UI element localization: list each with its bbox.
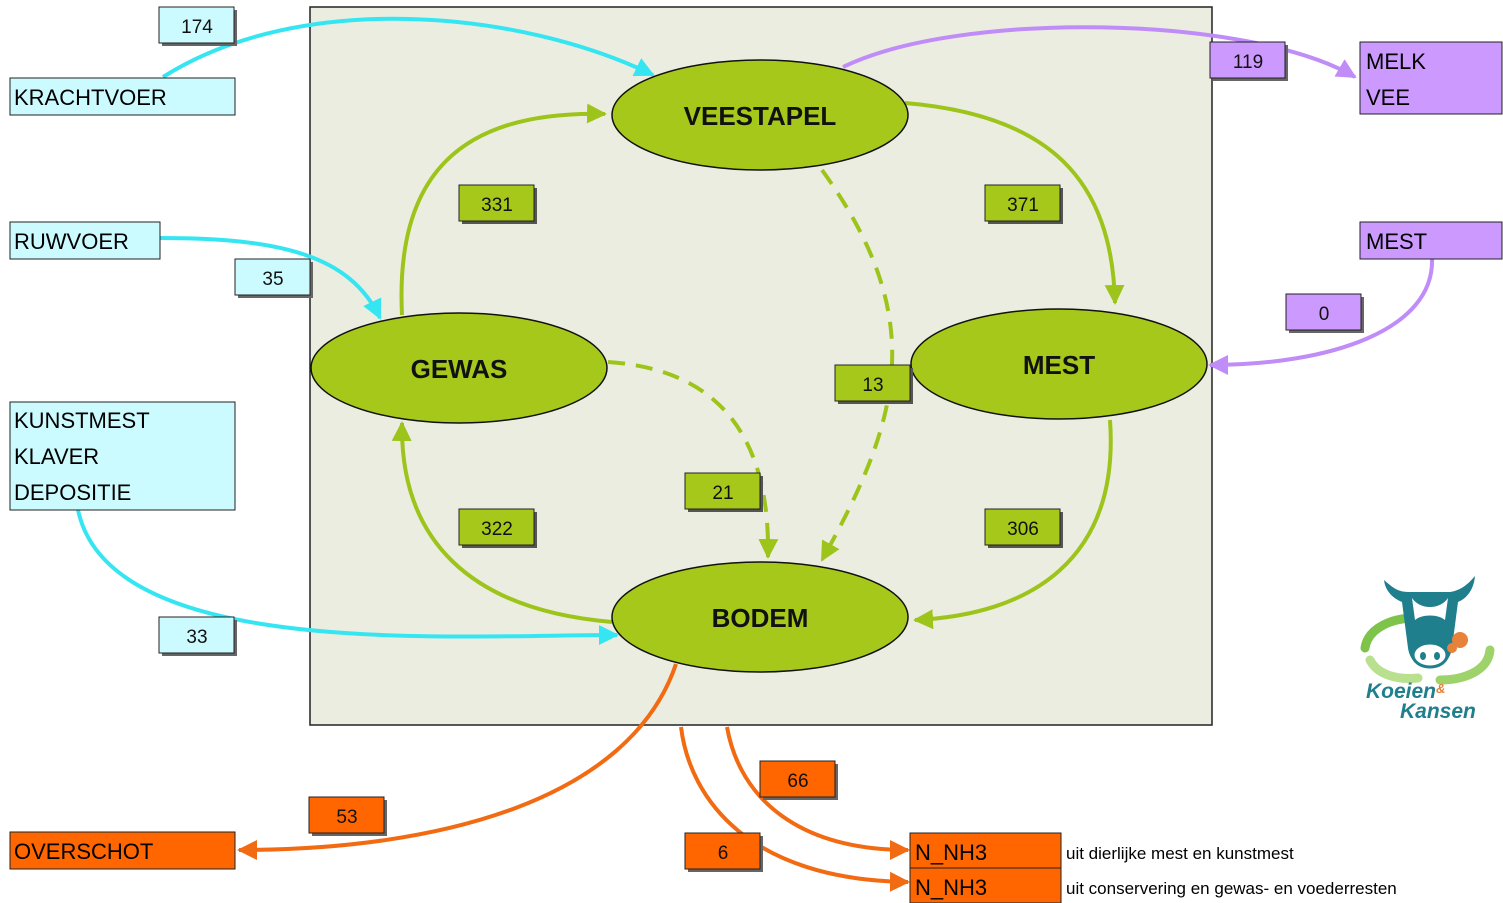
node-mest-label: MEST bbox=[1023, 350, 1095, 380]
arrow-krachtvoer-veestapel bbox=[161, 16, 655, 79]
purple-values: 119 0 bbox=[1209, 41, 1364, 333]
box-overschot[interactable]: OVERSCHOT bbox=[9, 831, 236, 870]
value-gewas-bodem: 21 bbox=[684, 472, 763, 512]
svg-text:35: 35 bbox=[262, 269, 283, 290]
value-bodem-gewas: 322 bbox=[458, 508, 537, 548]
value-bodem-inputs: 33 bbox=[158, 616, 237, 656]
koeien-kansen-logo: Koeien & Kansen bbox=[1360, 576, 1495, 723]
svg-text:21: 21 bbox=[712, 483, 733, 504]
caption-nh3-2: uit conservering en gewas- en voederrest… bbox=[1066, 879, 1397, 898]
box-n-nh3-1-label: N_NH3 bbox=[915, 840, 987, 865]
arrow-nh3-1 bbox=[725, 726, 910, 860]
logo-ampersand: & bbox=[1436, 681, 1445, 696]
svg-text:66: 66 bbox=[787, 771, 808, 792]
box-vee-label: VEE bbox=[1366, 85, 1410, 110]
box-ruwvoer-label: RUWVOER bbox=[14, 229, 129, 254]
value-nh3-1: 66 bbox=[759, 760, 838, 800]
value-mest-in: 0 bbox=[1285, 293, 1364, 333]
box-kunstmest-label: KUNSTMEST bbox=[14, 408, 150, 433]
value-gewas-veestapel: 331 bbox=[458, 184, 537, 224]
loss-arrows bbox=[237, 663, 910, 892]
arrow-veestapel-mest bbox=[904, 101, 1125, 305]
box-bodem-inputs[interactable]: KUNSTMEST KLAVER DEPOSITIE bbox=[9, 401, 236, 511]
box-overschot-label: OVERSCHOT bbox=[14, 839, 153, 864]
cycle-values: 331 371 13 21 322 306 bbox=[458, 184, 1063, 548]
loss-values: 53 66 6 bbox=[308, 760, 838, 872]
value-melk-vee: 119 bbox=[1209, 41, 1288, 81]
node-veestapel-label: VEESTAPEL bbox=[684, 101, 837, 131]
box-n-nh3-2[interactable]: N_NH3 bbox=[909, 867, 1062, 903]
svg-text:371: 371 bbox=[1007, 195, 1039, 216]
logo-line-1: Koeien bbox=[1366, 680, 1436, 703]
node-bodem[interactable]: BODEM bbox=[611, 561, 909, 673]
box-klaver-label: KLAVER bbox=[14, 444, 99, 469]
value-mest-bodem: 306 bbox=[984, 508, 1063, 548]
svg-text:306: 306 bbox=[1007, 519, 1039, 540]
box-melk-label: MELK bbox=[1366, 49, 1426, 74]
box-n-nh3-2-label: N_NH3 bbox=[915, 875, 987, 900]
arrow-inputs-bodem bbox=[76, 509, 619, 646]
svg-text:13: 13 bbox=[862, 375, 883, 396]
box-depositie-label: DEPOSITIE bbox=[14, 480, 131, 505]
arrow-mest-bodem bbox=[913, 419, 1113, 630]
arrow-ruwvoer-gewas bbox=[159, 236, 382, 320]
box-mest-in[interactable]: MEST bbox=[1359, 221, 1503, 260]
value-krachtvoer: 174 bbox=[158, 6, 237, 46]
value-veestapel-bodem: 13 bbox=[834, 364, 913, 404]
input-values: 174 35 33 bbox=[158, 6, 313, 656]
arrow-bodem-gewas bbox=[391, 421, 613, 624]
svg-text:33: 33 bbox=[186, 627, 207, 648]
svg-text:0: 0 bbox=[1319, 304, 1330, 325]
arrow-bodem-overschot bbox=[237, 663, 678, 860]
arrow-gewas-veestapel bbox=[399, 103, 607, 316]
box-krachtvoer[interactable]: KRACHTVOER bbox=[9, 77, 236, 116]
box-ruwvoer[interactable]: RUWVOER bbox=[9, 221, 161, 260]
purple-arrows bbox=[842, 25, 1435, 375]
node-veestapel[interactable]: VEESTAPEL bbox=[611, 59, 909, 171]
svg-text:53: 53 bbox=[336, 807, 357, 828]
box-mest-label: MEST bbox=[1366, 229, 1427, 254]
node-gewas-label: GEWAS bbox=[411, 354, 508, 384]
arrow-veestapel-melk bbox=[842, 25, 1357, 79]
arrow-mest-in bbox=[1208, 257, 1435, 375]
cow-head-icon bbox=[1384, 576, 1475, 669]
caption-nh3-1: uit dierlijke mest en kunstmest bbox=[1066, 844, 1294, 863]
svg-text:6: 6 bbox=[718, 843, 729, 864]
value-ruwvoer: 35 bbox=[234, 258, 313, 298]
box-krachtvoer-label: KRACHTVOER bbox=[14, 85, 167, 110]
box-n-nh3-1[interactable]: N_NH3 bbox=[909, 832, 1062, 869]
node-mest[interactable]: MEST bbox=[910, 308, 1208, 420]
arrow-gewas-bodem-dashed bbox=[607, 360, 779, 559]
node-gewas[interactable]: GEWAS bbox=[310, 312, 608, 424]
value-overschot: 53 bbox=[308, 796, 387, 836]
arrow-nh3-2 bbox=[679, 726, 910, 892]
svg-text:119: 119 bbox=[1233, 52, 1263, 73]
value-nh3-2: 6 bbox=[684, 832, 763, 872]
box-melk-vee[interactable]: MELK VEE bbox=[1359, 41, 1503, 115]
input-arrows bbox=[76, 16, 655, 646]
svg-text:322: 322 bbox=[481, 519, 513, 540]
logo-line-2: Kansen bbox=[1400, 700, 1476, 723]
node-bodem-label: BODEM bbox=[712, 603, 809, 633]
svg-text:331: 331 bbox=[481, 195, 513, 216]
value-veestapel-mest: 371 bbox=[984, 184, 1063, 224]
svg-text:174: 174 bbox=[181, 17, 213, 38]
arrow-veestapel-bodem-dashed bbox=[820, 168, 895, 562]
cycle-arrows bbox=[391, 101, 1125, 630]
